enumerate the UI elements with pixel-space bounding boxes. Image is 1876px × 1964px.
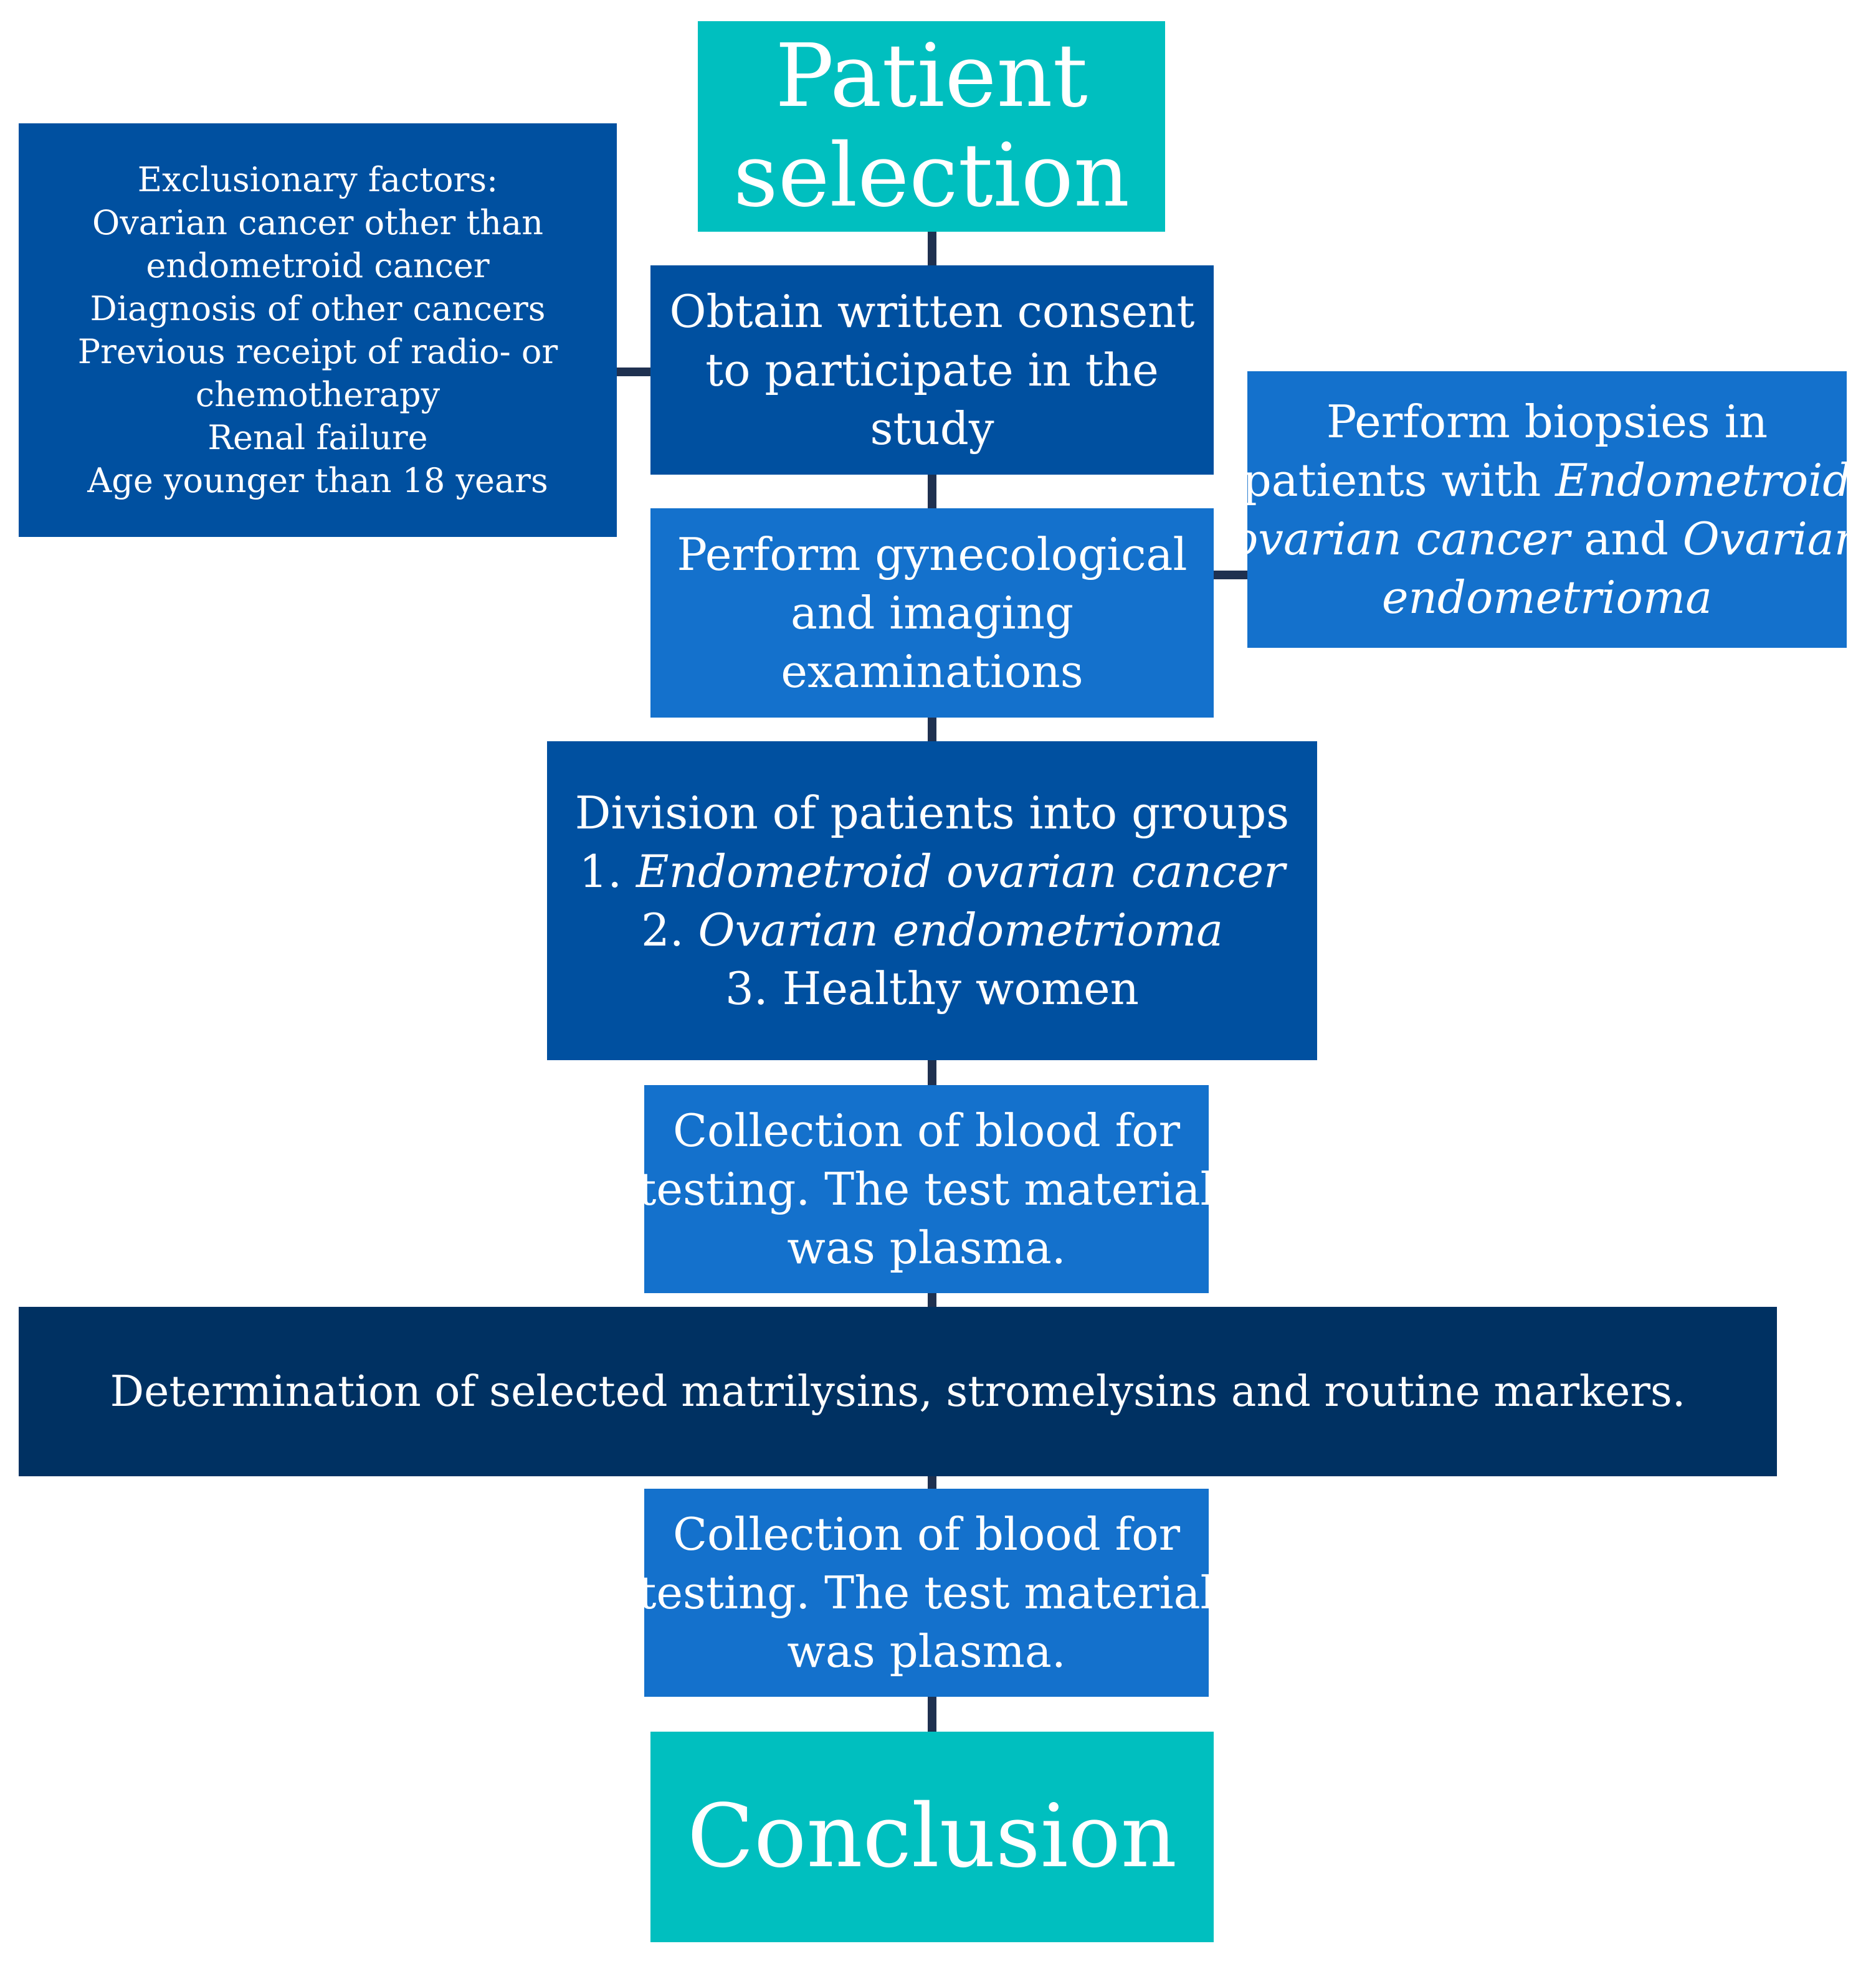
biopsies-line-2: patients with Endometroid bbox=[1243, 451, 1852, 510]
blood-collection-box-2: Collection of blood for testing. The tes… bbox=[638, 1489, 1215, 1697]
exclusion-line-2: Ovarian cancer other than bbox=[92, 203, 543, 242]
collection-2-line-3: was plasma. bbox=[787, 1625, 1066, 1677]
biopsies-line-1: Perform biopsies in bbox=[1326, 396, 1768, 448]
exclusion-line-5: Previous receipt of radio- or bbox=[77, 332, 558, 371]
division-group-2-number: 2. bbox=[640, 904, 698, 956]
conclusion-text: Conclusion bbox=[687, 1786, 1177, 1887]
exams-line-2: and imaging bbox=[790, 587, 1074, 639]
biopsies-endometrioma-term: endometrioma bbox=[1381, 571, 1713, 624]
exclusion-line-6: chemotherapy bbox=[195, 375, 440, 414]
exclusion-line-3: endometroid cancer bbox=[146, 246, 490, 285]
patient-selection-line-2: selection bbox=[733, 125, 1130, 227]
division-box: Division of patients into groups 1. Endo… bbox=[547, 741, 1317, 1060]
exclusion-line-7: Renal failure bbox=[207, 418, 428, 457]
consent-line-1: Obtain written consent bbox=[669, 285, 1195, 338]
division-group-2: 2. Ovarian endometrioma bbox=[641, 901, 1223, 959]
biopsies-connector bbox=[1212, 571, 1249, 579]
division-group-1-label: Endometroid ovarian cancer bbox=[636, 845, 1285, 898]
conclusion-box: Conclusion bbox=[650, 1732, 1214, 1942]
consent-line-3: study bbox=[870, 402, 994, 455]
biopsies-line-2-text: patients with bbox=[1242, 454, 1556, 506]
division-group-1: 1. Endometroid ovarian cancer bbox=[579, 842, 1285, 901]
biopsies-ovarian-term: Ovarian bbox=[1682, 513, 1864, 565]
division-heading: Division of patients into groups bbox=[574, 787, 1290, 839]
patient-selection-box: Patient selection bbox=[698, 21, 1165, 232]
exclusion-line-4: Diagnosis of other cancers bbox=[90, 289, 546, 328]
collection-1-line-1: Collection of blood for bbox=[672, 1104, 1181, 1157]
consent-line-2: to participate in the bbox=[705, 344, 1159, 396]
division-group-3: 3. Healthy women bbox=[725, 962, 1140, 1015]
division-group-2-label: Ovarian endometrioma bbox=[698, 904, 1224, 956]
determination-text: Determination of selected matrilysins, s… bbox=[110, 1367, 1686, 1416]
determination-box: Determination of selected matrilysins, s… bbox=[19, 1307, 1777, 1476]
exclusion-line-1: Exclusionary factors: bbox=[137, 160, 498, 199]
patient-selection-line-1: Patient bbox=[775, 26, 1088, 127]
consent-box: Obtain written consent to participate in… bbox=[650, 265, 1214, 475]
biopsies-line-4: endometrioma bbox=[1382, 568, 1712, 627]
division-group-1-number: 1. bbox=[579, 845, 637, 898]
exams-box: Perform gynecological and imaging examin… bbox=[650, 508, 1214, 718]
exams-line-1: Perform gynecological bbox=[677, 528, 1188, 581]
collection-2-line-1: Collection of blood for bbox=[672, 1508, 1181, 1560]
biopsies-endometroid-term: Endometroid bbox=[1555, 454, 1852, 506]
biopsies-line-3: ovarian cancer and Ovarian bbox=[1231, 510, 1863, 568]
collection-1-line-3: was plasma. bbox=[787, 1222, 1066, 1274]
collection-2-line-2: testing. The test material bbox=[638, 1567, 1215, 1619]
biopsies-box: Perform biopsies in patients with Endome… bbox=[1231, 371, 1863, 648]
blood-collection-box-1: Collection of blood for testing. The tes… bbox=[638, 1085, 1215, 1293]
exclusion-factors-box: Exclusionary factors: Ovarian cancer oth… bbox=[19, 123, 617, 537]
exclusion-connector bbox=[614, 368, 651, 376]
biopsies-ovarian-cancer-term: ovarian cancer bbox=[1231, 513, 1570, 565]
exams-line-3: examinations bbox=[781, 645, 1083, 698]
collection-1-line-2: testing. The test material bbox=[638, 1163, 1215, 1215]
biopsies-line-3-and: and bbox=[1569, 513, 1683, 565]
exclusion-line-8: Age younger than 18 years bbox=[87, 461, 548, 500]
